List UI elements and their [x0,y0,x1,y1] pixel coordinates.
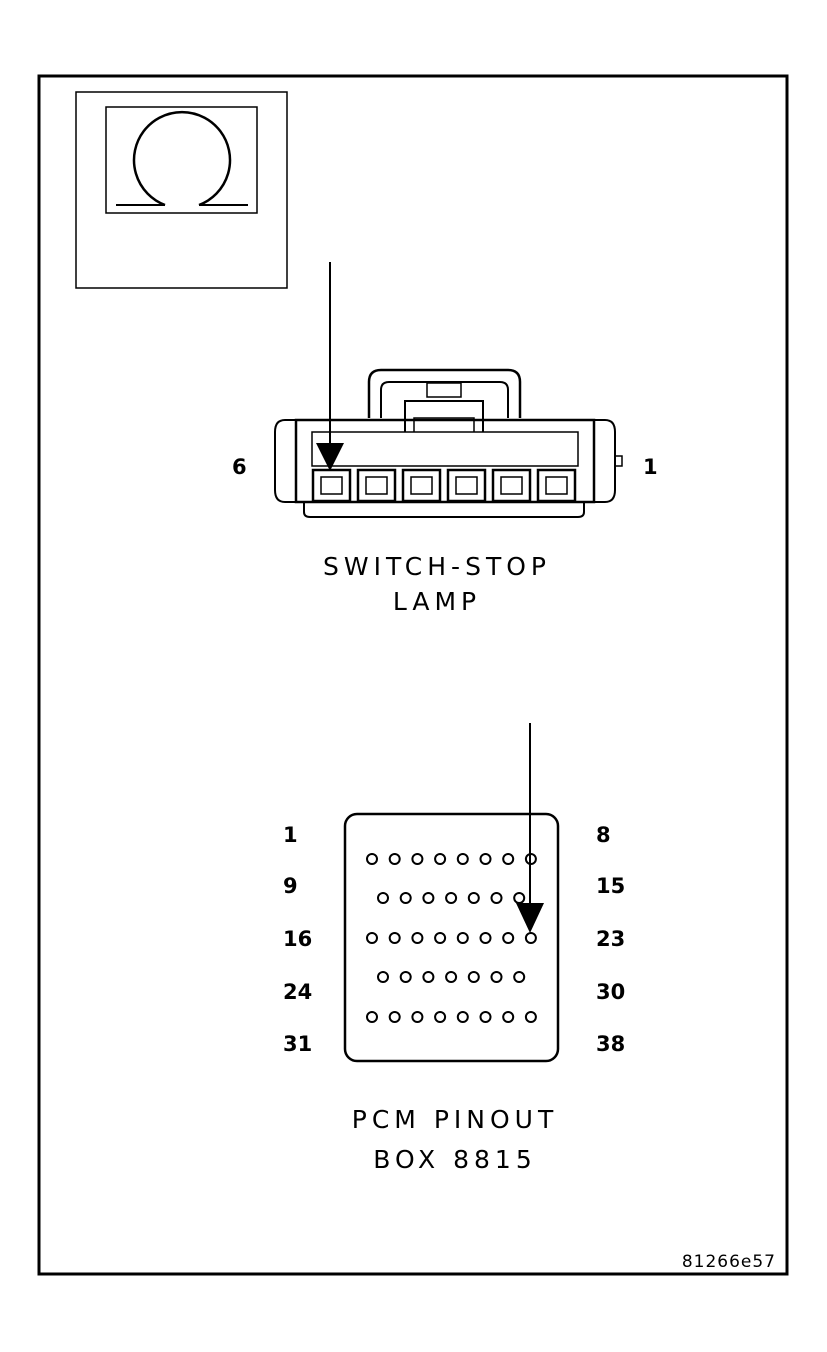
pcm-pin [366,853,378,865]
switch-cavity [536,468,577,503]
pcm-pin [366,932,378,944]
pcm-pin [467,892,480,904]
pcm-row-last-label: 30 [596,980,625,1004]
pcm-pin [445,892,458,904]
switch-cavity [491,468,532,503]
pcm-pin [524,932,537,944]
pcm-row-last-label: 15 [596,874,625,898]
diagram-frame [37,74,789,1276]
figure-reference: 81266e57 [682,1252,776,1272]
pcm-row-first-label: 9 [283,874,298,898]
switch-cavity [311,468,352,503]
pcm-pin [502,932,515,944]
pcm-pin [479,1011,492,1023]
pcm-connector-body [343,812,560,1063]
pcm-pin [377,892,389,904]
pcm-pin [456,932,469,944]
pcm-row-first-label: 31 [283,1032,312,1056]
pcm-pin [479,932,492,944]
pcm-pin [502,1011,515,1023]
pcm-row-last-label: 8 [596,823,611,847]
pcm-pin [422,892,435,904]
pcm-connector-title-line1: PCM PINOUT [352,1105,558,1134]
pcm-pin [434,1011,447,1023]
switch-cavity [356,468,397,503]
pcm-pin [502,853,515,865]
pcm-pin [388,1011,401,1023]
pcm-pin [479,853,492,865]
pcm-pin [399,892,412,904]
switch-connector-title-line1: SWITCH-STOP [323,552,551,581]
pcm-pin [456,1011,469,1023]
pcm-pin [411,853,424,865]
pcm-pin [524,1011,537,1023]
pcm-pin [513,892,526,904]
switch-cavity [446,468,487,503]
pcm-row-last-label: 23 [596,927,625,951]
pcm-pin [445,971,458,983]
pcm-row-first-label: 24 [283,980,312,1004]
pcm-connector-title-line2: BOX 8815 [373,1145,537,1174]
pcm-pin [434,932,447,944]
ohmmeter-symbol-icon [75,91,288,289]
switch-right-pin-label: 1 [643,455,658,479]
pcm-probe-arrow [516,723,544,933]
pcm-pin [467,971,480,983]
switch-left-pin-label: 6 [232,455,247,479]
pcm-pin [411,1011,424,1023]
pcm-pin [456,853,469,865]
pcm-pin [411,932,424,944]
switch-connector [274,368,623,518]
pcm-row-first-label: 1 [283,823,298,847]
pcm-pin [434,853,447,865]
pcm-pin [490,971,503,983]
pcm-pin [422,971,435,983]
pcm-pin [388,853,401,865]
pcm-row-last-label: 38 [596,1032,625,1056]
pcm-pin [513,971,526,983]
pcm-pin [399,971,412,983]
switch-connector-title-line2: LAMP [393,587,481,616]
pcm-pin [490,892,503,904]
pcm-row-first-label: 16 [283,927,312,951]
pcm-pin [366,1011,378,1023]
switch-probe-arrow [316,262,344,471]
switch-cavity [401,468,442,503]
pcm-pin [388,932,401,944]
pcm-pin [377,971,389,983]
